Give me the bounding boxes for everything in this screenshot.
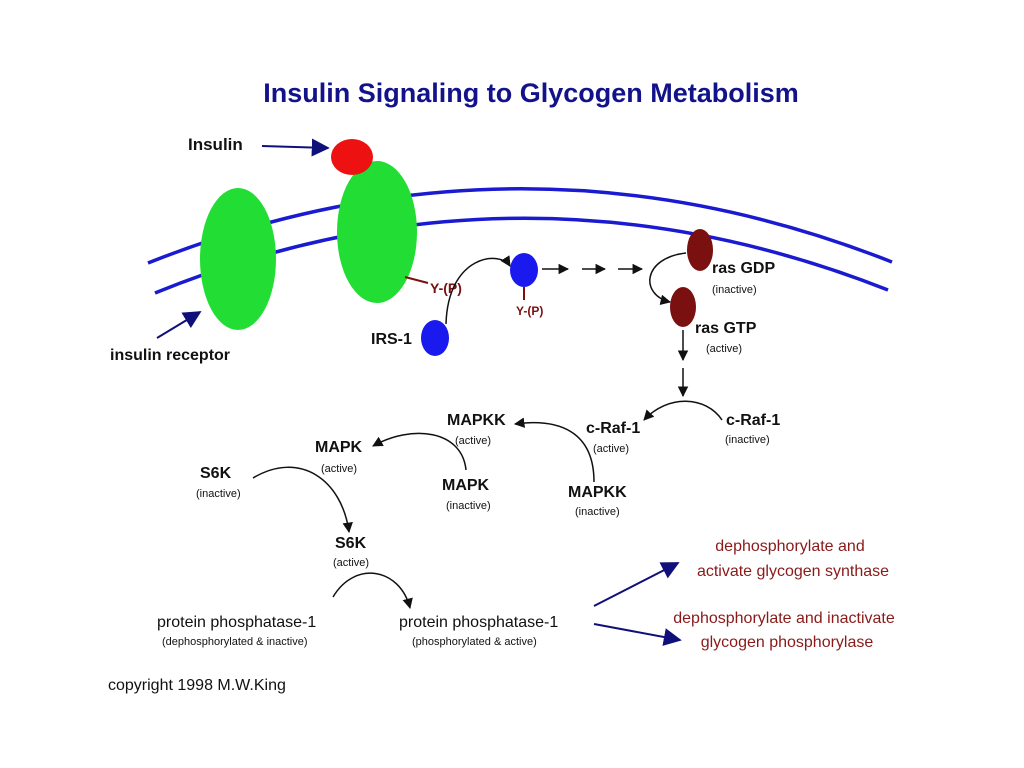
insulin-label: Insulin [188, 135, 243, 154]
glycogen-phosphorylase-arrow [593, 623, 682, 646]
pp1-active-state: (phosphorylated & active) [412, 636, 537, 648]
mapkk-active-state: (active) [455, 435, 491, 447]
pp1-inactive-state: (dephosphorylated & inactive) [162, 636, 308, 648]
craf1-activation-arrow [643, 400, 723, 421]
s6k-inactive-state: (inactive) [196, 488, 241, 500]
ras-gdp-state: (inactive) [712, 284, 757, 296]
receptor-subunit-left [200, 188, 276, 330]
insulin-molecule [331, 139, 373, 175]
diagram-title: Insulin Signaling to Glycogen Metabolism [263, 78, 799, 108]
s6k-activation-arrow [252, 466, 353, 534]
s6k-inactive-label: S6K [200, 465, 232, 482]
irs1-phosphorylated [510, 253, 538, 287]
mapk-active-label: MAPK [315, 439, 363, 456]
craf1-active-state: (active) [593, 443, 629, 455]
mapk-inactive-state: (inactive) [446, 500, 491, 512]
mapk-activation-arrow [372, 432, 467, 471]
ras-exchange-arrow [649, 252, 687, 305]
copyright-text: copyright 1998 M.W.King [108, 677, 286, 694]
mapkk-inactive-label: MAPKK [568, 484, 627, 501]
irs1-phosphorylation-arrow [445, 255, 511, 325]
pp1-active-label: protein phosphatase-1 [399, 614, 558, 631]
mapk-active-state: (active) [321, 463, 357, 475]
craf1-active-label: c-Raf-1 [586, 420, 640, 437]
insulin-receptor-arrow [156, 311, 202, 339]
s6k-active-label: S6K [335, 535, 367, 552]
mapkk-inactive-state: (inactive) [575, 506, 620, 518]
ras-gtp-state: (active) [706, 343, 742, 355]
craf1-inactive-label: c-Raf-1 [726, 412, 780, 429]
outcome-synthase-line1: dephosphorylate and [715, 538, 864, 555]
ras-gtp [670, 287, 696, 327]
insulin-receptor-label: insulin receptor [110, 347, 230, 364]
ras-gdp [687, 229, 713, 271]
irs1-y-p-label: Y-(P) [516, 304, 543, 318]
receptor-subunit-right [337, 161, 417, 303]
outcome-synthase-line2: activate glycogen synthase [697, 563, 889, 580]
receptor-phospho-stub [404, 276, 429, 284]
irs1-label: IRS-1 [371, 331, 412, 348]
glycogen-synthase-arrow [593, 562, 680, 607]
s6k-active-state: (active) [333, 557, 369, 569]
craf1-inactive-state: (inactive) [725, 434, 770, 446]
outcome-phosphorylase-line1: dephosphorylate and inactivate [673, 610, 895, 627]
receptor-y-p-label: Y-(P) [430, 280, 462, 296]
mapk-inactive-label: MAPK [442, 477, 490, 494]
mapkk-active-label: MAPKK [447, 412, 506, 429]
ras-gdp-label: ras GDP [712, 260, 775, 277]
insulin-arrow [261, 138, 330, 157]
ras-gtp-label: ras GTP [695, 320, 757, 337]
irs1-unphosphorylated [421, 320, 449, 356]
pp1-inactive-label: protein phosphatase-1 [157, 614, 316, 631]
mapkk-activation-arrow [513, 417, 595, 483]
outcome-phosphorylase-line2: glycogen phosphorylase [701, 634, 874, 651]
pp1-activation-arrow [332, 572, 413, 610]
